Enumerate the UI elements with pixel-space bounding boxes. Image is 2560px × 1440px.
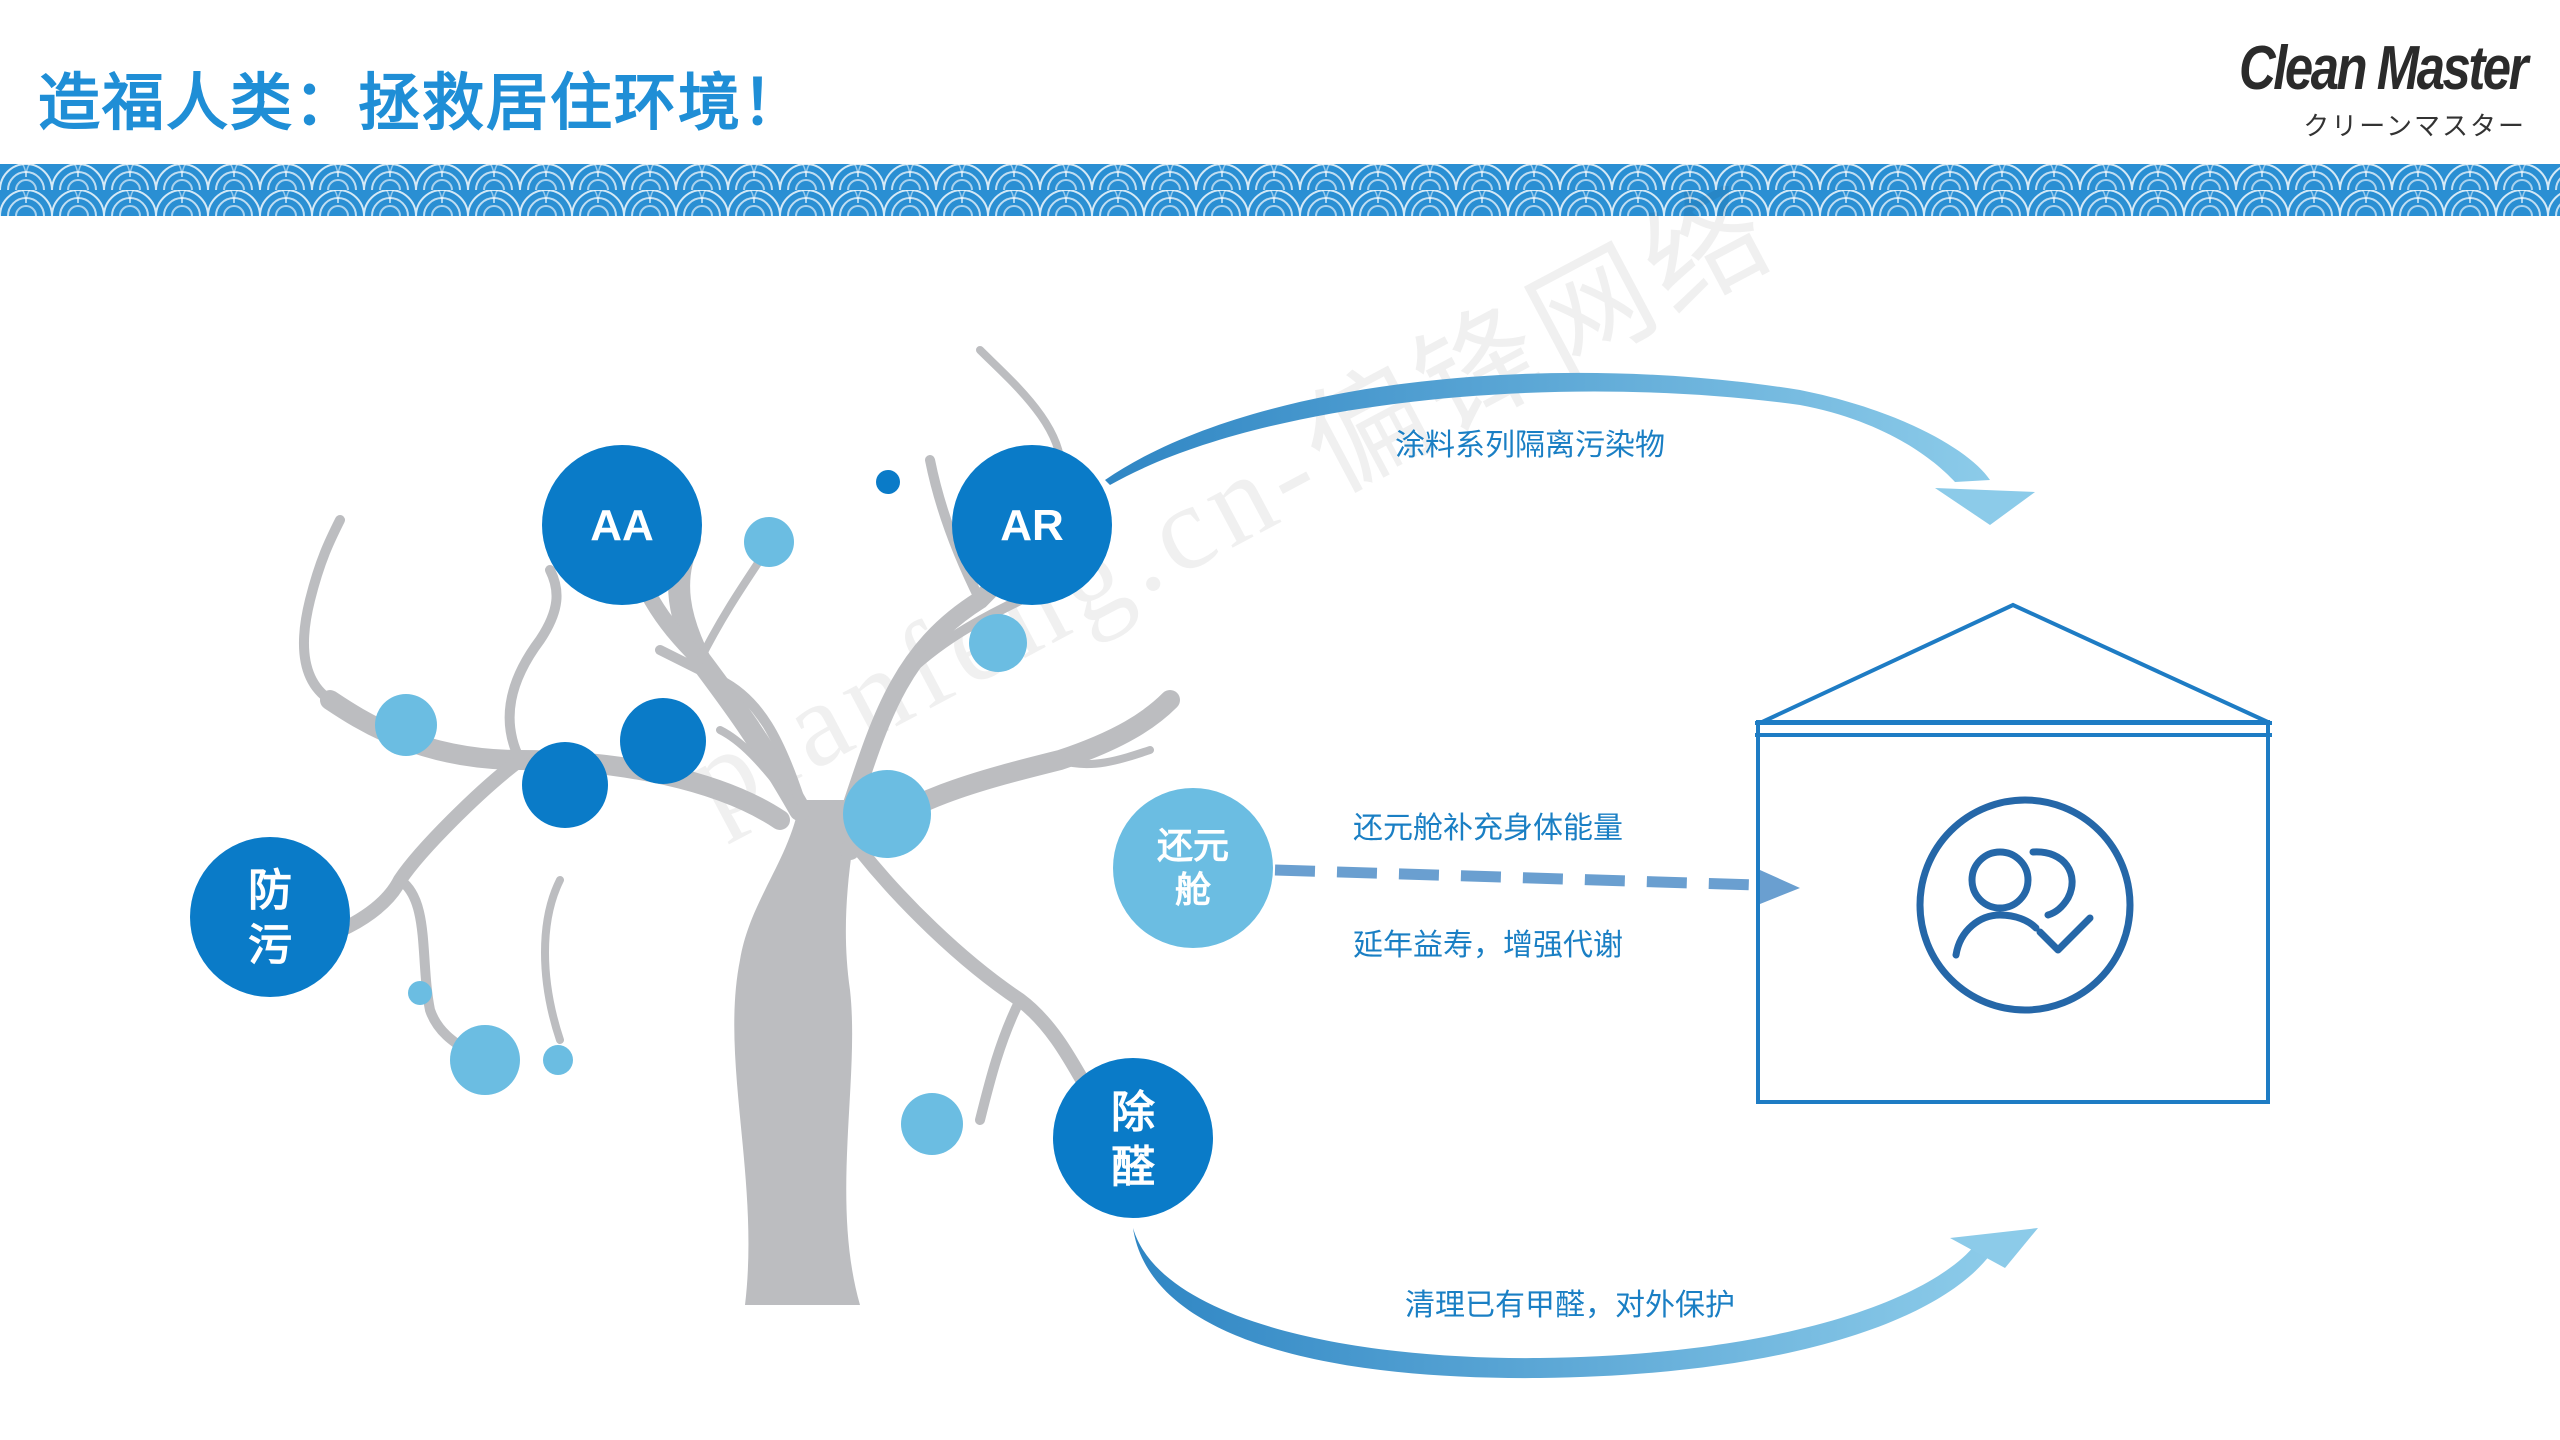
node-chuquan: 除 醛 xyxy=(1053,1058,1213,1218)
node-ar-label: AR xyxy=(1000,501,1064,550)
top-arrow-label: 涂料系列隔离污染物 xyxy=(1395,428,1665,463)
users-check-icon xyxy=(1916,796,2134,1014)
wave-pattern-band xyxy=(0,164,2560,216)
node-chuquan-label-2: 醛 xyxy=(1111,1142,1155,1193)
node-huanyuan: 还元 舱 xyxy=(1113,788,1273,948)
node-huanyuan-label-1: 还元 xyxy=(1157,826,1229,867)
node-aa: AA xyxy=(542,445,702,605)
logo-main-text: Clean Master xyxy=(2239,34,2528,103)
page-title: 造福人类：拯救居住环境！ xyxy=(38,66,807,139)
node-fangwu-label-1: 防 xyxy=(248,865,292,916)
house-icon xyxy=(1755,602,2272,1104)
node-ar: AR xyxy=(952,445,1112,605)
top-curved-arrow xyxy=(1105,372,2035,525)
decor-bubbles xyxy=(375,470,1027,1155)
node-aa-label: AA xyxy=(590,501,654,550)
node-huanyuan-label-2: 舱 xyxy=(1175,870,1211,911)
brand-logo: Clean Master クリーンマスター xyxy=(2176,34,2528,143)
middle-arrow-label-1: 还元舱补充身体能量 xyxy=(1353,811,1623,846)
middle-dashed-arrow xyxy=(1274,864,1800,904)
node-fangwu: 防 污 xyxy=(190,837,350,997)
middle-arrow-label-2: 延年益寿，增强代谢 xyxy=(1353,928,1623,963)
node-chuquan-label-1: 除 xyxy=(1111,1087,1156,1138)
tree-trunk xyxy=(734,800,860,1305)
logo-sub-text: クリーンマスター xyxy=(2303,112,2526,142)
bottom-arrow-label: 清理已有甲醛，对外保护 xyxy=(1405,1288,1735,1323)
node-fangwu-label-2: 污 xyxy=(248,920,292,971)
bottom-curved-arrow xyxy=(1133,1228,2038,1379)
